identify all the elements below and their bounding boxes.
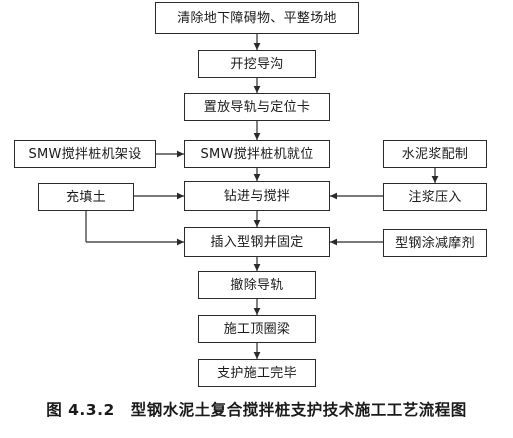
edge-n2-n3-arrowhead bbox=[253, 86, 261, 93]
step-dig-trench: 开挖导沟 bbox=[198, 50, 316, 78]
edge-s2-n6-arrowhead bbox=[177, 238, 184, 246]
edge-n5-n6-arrowhead bbox=[253, 220, 261, 227]
edge-n8-n9-arrowhead bbox=[253, 352, 261, 359]
edge-n7-n8-arrowhead bbox=[253, 308, 261, 315]
step-rig-positioning: SMW搅拌桩机就位 bbox=[184, 140, 330, 168]
step-clear-site: 清除地下障碍物、平整场地 bbox=[155, 2, 359, 34]
edge-s5-n6-arrowhead bbox=[330, 238, 337, 246]
figure-caption: 图 4.3.2 型钢水泥土复合搅拌桩支护技术施工工艺流程图 bbox=[46, 401, 467, 419]
edge-n1-n2-arrowhead bbox=[253, 43, 261, 50]
step-remove-guide-rail: 撤除导轨 bbox=[198, 271, 316, 299]
edge-n4-n5-arrowhead bbox=[253, 174, 261, 181]
edge-s2-n5-arrowhead bbox=[177, 192, 184, 200]
side-rig-setup: SMW搅拌桩机架设 bbox=[14, 140, 156, 168]
step-support-complete: 支护施工完毕 bbox=[198, 359, 316, 387]
step-insert-steel: 插入型钢并固定 bbox=[184, 227, 330, 257]
edge-n3-n4-arrowhead bbox=[253, 133, 261, 140]
step-place-guide-rail: 置放导轨与定位卡 bbox=[184, 93, 330, 121]
edge-s1-n4-arrowhead bbox=[177, 150, 184, 158]
side-cement-slurry-prep: 水泥浆配制 bbox=[383, 140, 487, 168]
side-grout-injection: 注浆压入 bbox=[383, 183, 487, 211]
edge-n6-n7-arrowhead bbox=[253, 264, 261, 271]
edge-s4-n5-arrowhead bbox=[330, 192, 337, 200]
step-top-ring-beam: 施工顶圈梁 bbox=[198, 315, 316, 343]
side-steel-antifriction: 型钢涂减摩剂 bbox=[383, 229, 487, 257]
side-backfill-soil: 充填土 bbox=[38, 183, 134, 211]
edge-s3-s4-arrowhead bbox=[431, 176, 439, 183]
step-drill-and-mix: 钻进与搅拌 bbox=[184, 181, 330, 211]
